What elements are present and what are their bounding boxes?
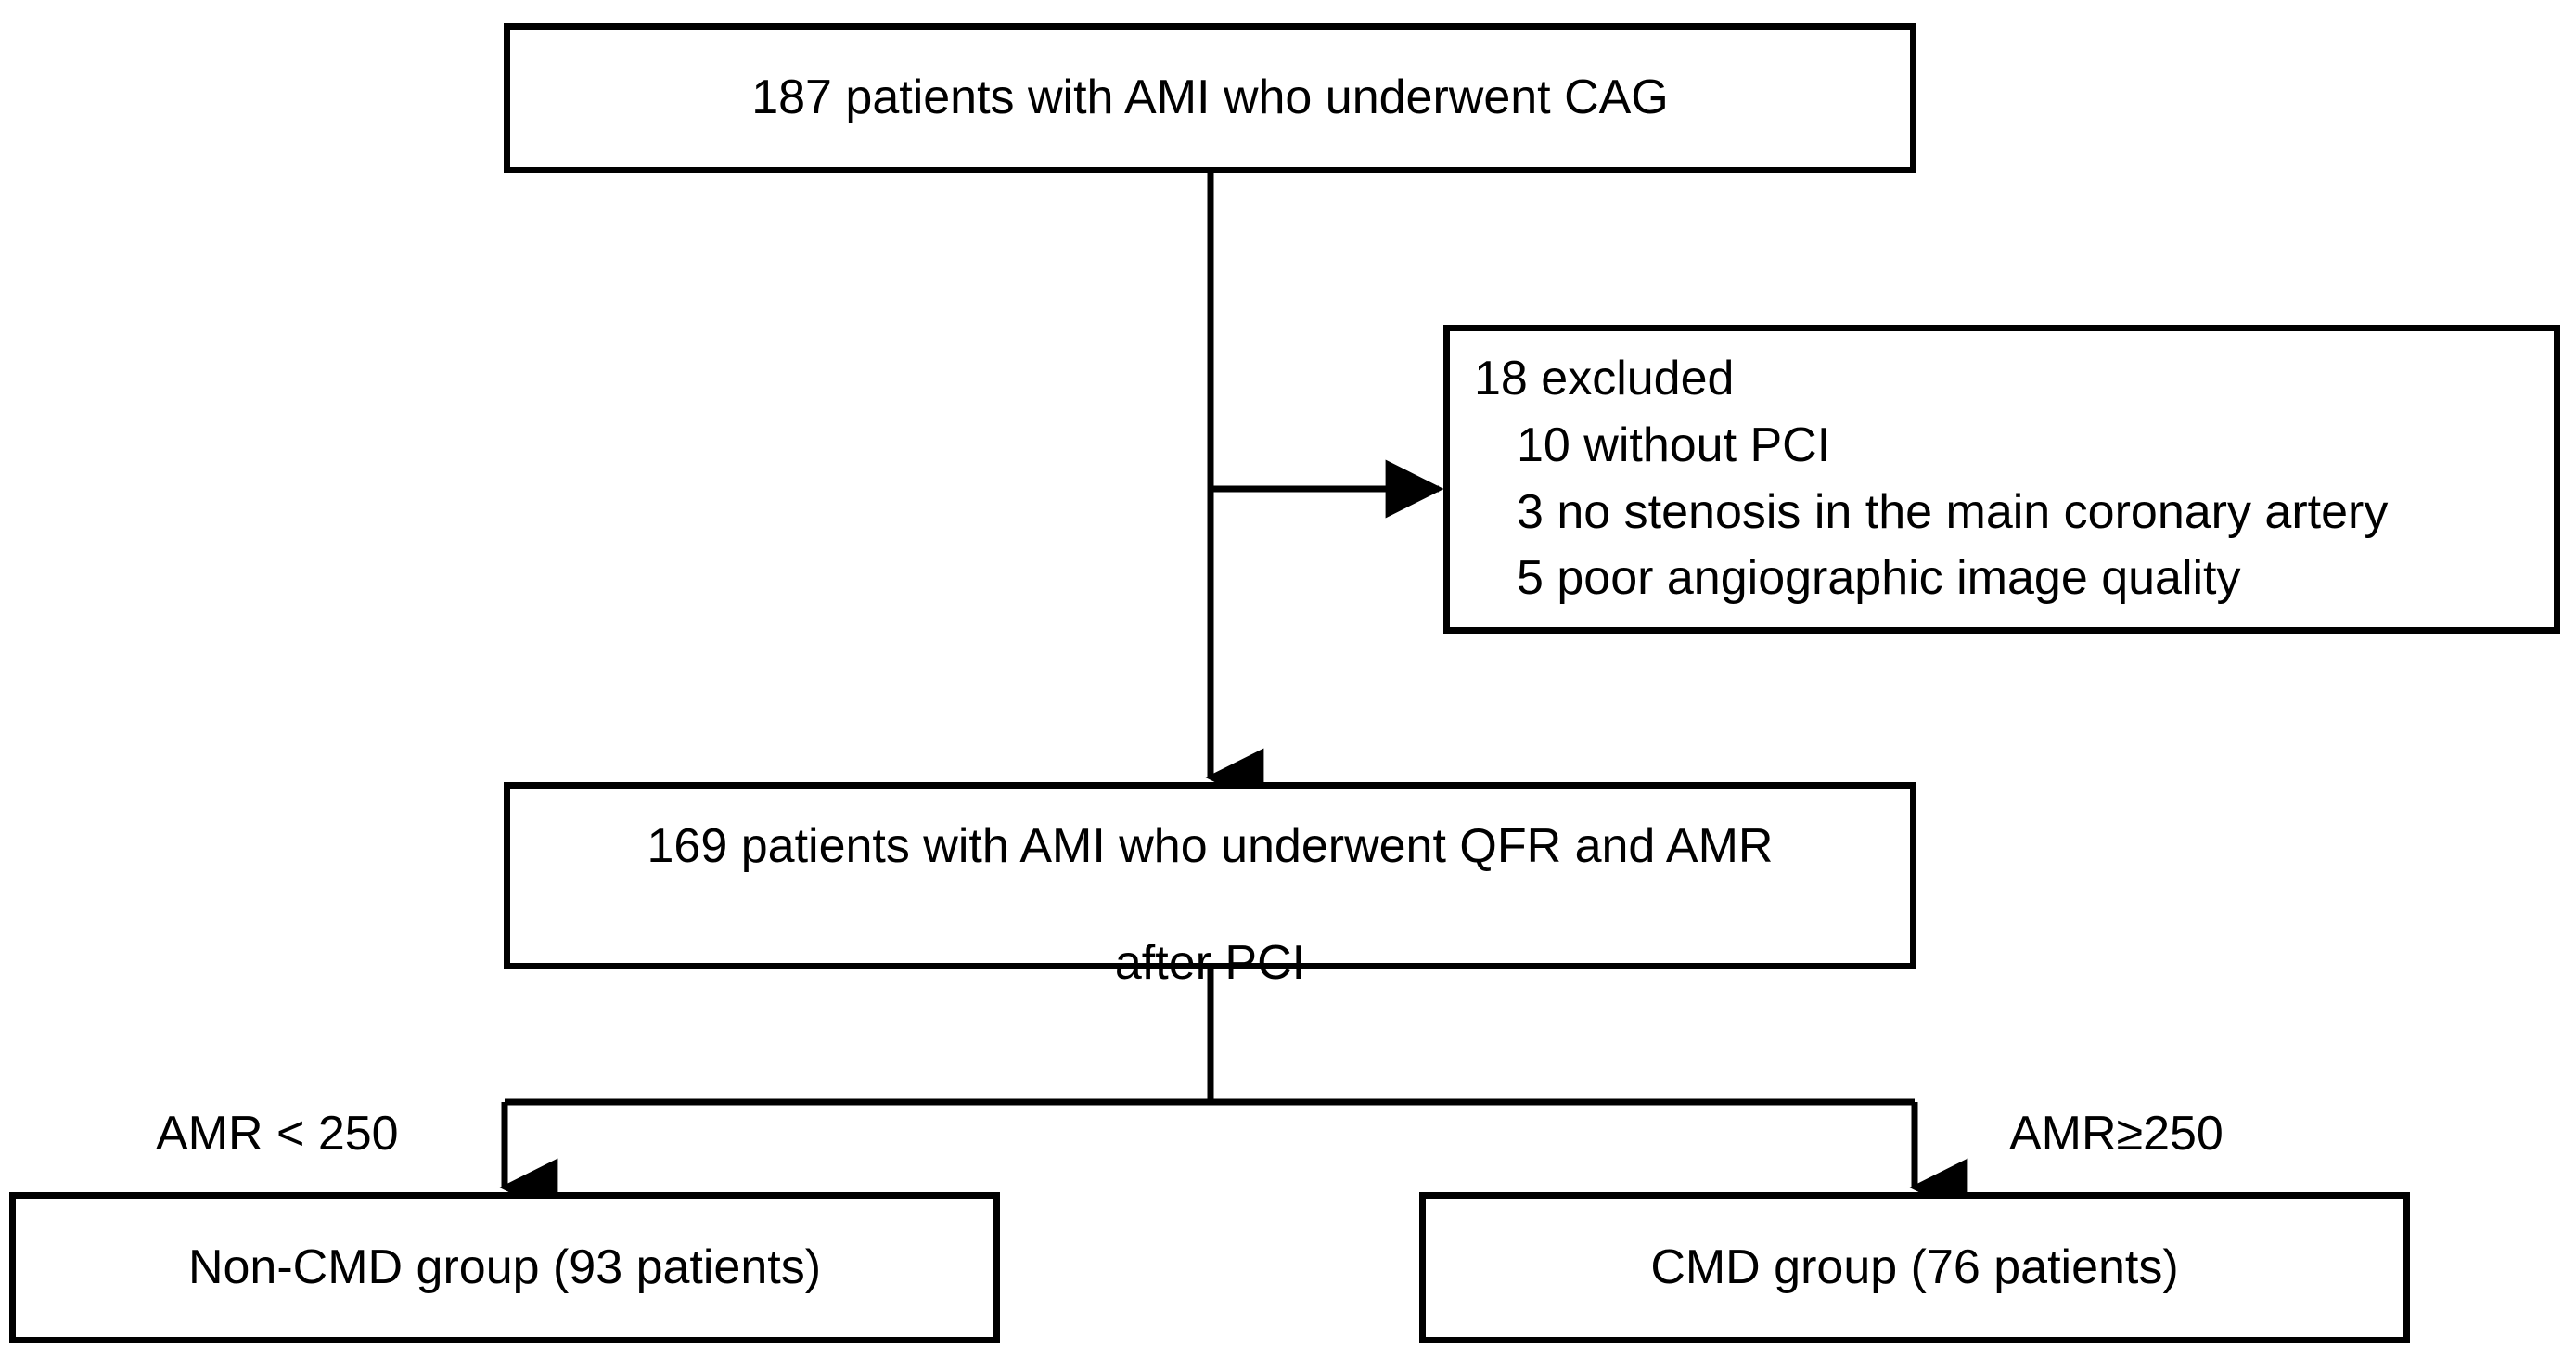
excluded-reason-1: 10 without PCI <box>1517 417 1831 472</box>
excluded-heading: 18 excluded <box>1474 352 1735 405</box>
node-group-cmd-label: CMD group (76 patients) <box>1650 1239 2179 1294</box>
node-enrolled-label: 187 patients with AMI who underwent CAG <box>751 71 1669 125</box>
node-group-non-cmd: Non-CMD group (93 patients) <box>9 1192 1000 1343</box>
node-excluded: 18 excluded 10 without PCI 3 no stenosis… <box>1443 325 2560 634</box>
node-analyzed-label: 169 patients with AMI who underwent QFR … <box>631 758 1790 994</box>
excluded-reason-2: 3 no stenosis in the main coronary arter… <box>1517 484 2389 539</box>
node-analyzed-line1: 169 patients with AMI who underwent QFR … <box>647 818 1774 873</box>
node-analyzed-line2: after PCI <box>1114 936 1306 991</box>
node-excluded-content: 18 excluded 10 without PCI 3 no stenosis… <box>1450 346 2388 612</box>
node-enrolled: 187 patients with AMI who underwent CAG <box>504 23 1916 173</box>
branch-label-right: AMR≥250 <box>2009 1107 2224 1161</box>
node-group-non-cmd-label: Non-CMD group (93 patients) <box>187 1239 822 1294</box>
branch-label-left: AMR < 250 <box>156 1107 399 1161</box>
node-group-cmd: CMD group (76 patients) <box>1419 1192 2410 1343</box>
excluded-reason-3: 5 poor angiographic image quality <box>1517 551 2241 606</box>
node-analyzed: 169 patients with AMI who underwent QFR … <box>504 782 1916 990</box>
